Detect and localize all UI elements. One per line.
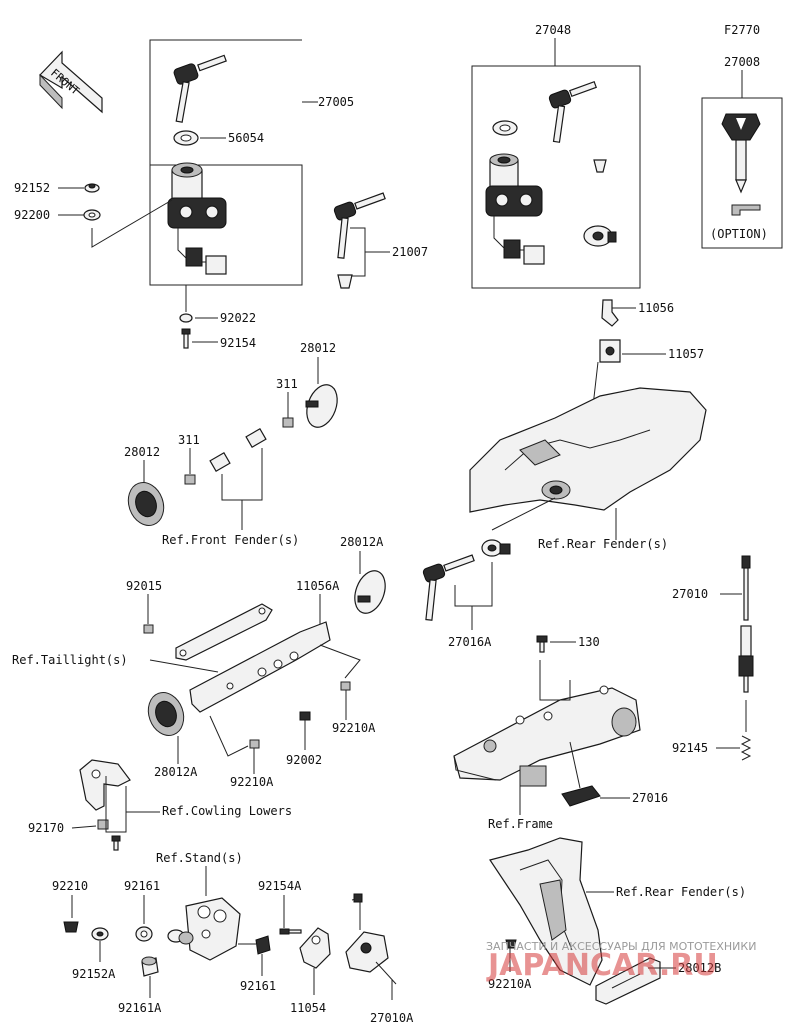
washer-92022: 92022 [179, 311, 256, 325]
ignition-switch-icon [485, 153, 545, 265]
svg-text:92210A: 92210A [230, 775, 274, 789]
svg-text:92015: 92015 [126, 579, 162, 593]
svg-text:92161: 92161 [240, 979, 276, 993]
svg-text:92002: 92002 [286, 753, 322, 767]
figure-code: F2770 [724, 23, 760, 37]
ref-frame: Ref.Frame [488, 817, 553, 831]
ref-rear-fender-a: Ref.Rear Fender(s) [538, 537, 668, 551]
svg-text:92154A: 92154A [258, 879, 302, 893]
part-number-56054: 56054 [228, 131, 264, 145]
key-blank-21007: 21007 [333, 192, 428, 289]
rear-fender-bottom-group: Ref.Rear Fender(s) 28012B 92210A [488, 837, 746, 1005]
svg-text:92152A: 92152A [72, 967, 116, 981]
svg-text:130: 130 [578, 635, 600, 649]
frame-bracket-group: 130 Ref.Frame 27016 [453, 635, 668, 831]
svg-text:92152: 92152 [14, 181, 50, 195]
lock-set-group: 27048 [471, 23, 641, 289]
svg-text:92210A: 92210A [332, 721, 376, 735]
nut-311-b: 311 [178, 433, 200, 485]
svg-text:92200: 92200 [14, 208, 50, 222]
seat-lock-27016A: 27016A [422, 497, 556, 649]
transponder-key-icon [721, 113, 761, 194]
rear-fender-group: 11056 11057 Ref.Rear Fender(s) [469, 299, 707, 551]
part-number-11057: 11057 [668, 347, 704, 361]
cowling-bracket-group: Ref.Cowling Lowers 92170 [28, 759, 292, 851]
seat-lock-icon [583, 225, 617, 247]
part-number-11056: 11056 [638, 301, 674, 315]
ref-rear-fender-b: Ref.Rear Fender(s) [616, 885, 746, 899]
side-stand-switch-group: 27010 92145 [672, 555, 754, 761]
svg-text:ЗАПЧАСТИ И АКСЕССУАРЫ ДЛЯ МОТО: ЗАПЧАСТИ И АКСЕССУАРЫ ДЛЯ МОТОТЕХНИКИ [486, 940, 756, 953]
svg-text:92210: 92210 [52, 879, 88, 893]
svg-text:311: 311 [276, 377, 298, 391]
svg-text:11056A: 11056A [296, 579, 340, 593]
svg-text:27010A: 27010A [370, 1011, 414, 1025]
front-arrow-icon: FRONT [39, 50, 103, 114]
bolt-92154: 92154 [181, 328, 256, 350]
option-label: (OPTION) [710, 227, 768, 241]
fastener-92200: 92200 [14, 208, 101, 222]
watermark: ЗАПЧАСТИ И АКСЕССУАРЫ ДЛЯ МОТОТЕХНИКИ JA… [486, 940, 756, 983]
part-number-27005: 27005 [318, 95, 354, 109]
spacer-icon [209, 427, 267, 530]
ref-taillight: Ref.Taillight(s) [12, 653, 128, 667]
nut-311-a: 311 [276, 377, 298, 428]
license-bracket-group: 28012A 11056A 92015 Ref.Taillight(s) 922… [12, 535, 386, 789]
svg-text:92161: 92161 [124, 879, 160, 893]
svg-text:28012A: 28012A [154, 765, 198, 779]
svg-text:11054: 11054 [290, 1001, 326, 1015]
svg-text:92022: 92022 [220, 311, 256, 325]
svg-text:92210A: 92210A [488, 977, 532, 991]
ignition-switch-set-group: 27005 56054 [149, 39, 354, 286]
svg-text:27010: 27010 [672, 587, 708, 601]
svg-text:28012: 28012 [124, 445, 160, 459]
svg-text:92154: 92154 [220, 336, 256, 350]
svg-text:311: 311 [178, 433, 200, 447]
part-number-21007: 21007 [392, 245, 428, 259]
svg-text:28012: 28012 [300, 341, 336, 355]
key-icon [548, 80, 598, 143]
fastener-92152: 92152 [14, 181, 100, 195]
emblem-28012-left: 28012 [124, 445, 165, 526]
svg-text:92145: 92145 [672, 741, 708, 755]
svg-text:27016A: 27016A [448, 635, 492, 649]
svg-text:28012A: 28012A [340, 535, 384, 549]
svg-text:JAPANCAR.RU: JAPANCAR.RU [486, 948, 718, 983]
ref-front-fender: Ref.Front Fender(s) [162, 533, 299, 547]
svg-text:27016: 27016 [632, 791, 668, 805]
ref-cowling-lowers: Ref.Cowling Lowers [162, 804, 292, 818]
emblem-28012-top: 28012 [300, 341, 338, 428]
part-number-27008: 27008 [724, 55, 760, 69]
ref-stand: Ref.Stand(s) [156, 851, 243, 865]
svg-text:28012B: 28012B [678, 961, 721, 975]
key-icon [173, 54, 227, 123]
svg-text:92170: 92170 [28, 821, 64, 835]
stand-area-group: Ref.Stand(s) 92210 92152A 92161 92161A 9… [52, 851, 414, 1025]
key-cut-icon [731, 204, 761, 216]
ignition-switch-icon [167, 162, 227, 275]
svg-text:92161A: 92161A [118, 1001, 162, 1015]
option-key-group: F2770 27008 (OPTION) [701, 23, 783, 249]
part-number-27048: 27048 [535, 23, 571, 37]
